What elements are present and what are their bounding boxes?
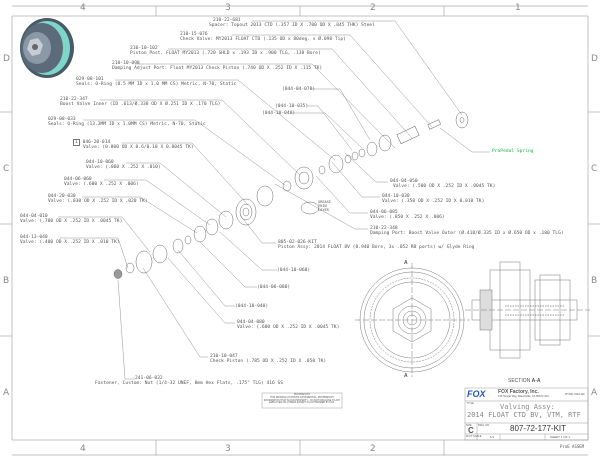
ref-label: (044-06-080) [257,285,291,290]
proe-label: ProE ASSEM [560,444,585,449]
company-phone: PH 831-768-1100 [565,393,585,396]
ref-label: (044-10-040) [235,304,269,309]
section-marker-bottom: A [404,373,408,379]
title-line-1: Valving Assy: [500,403,555,411]
size-label: SIZE [466,424,472,427]
zone-col-1: 1 [515,3,521,13]
propedal-spring-label: ProPedal Spring [492,149,534,154]
zone-row-a: A [3,388,10,398]
end-view [355,263,470,377]
plot-scale-label: PLOT SCALE [466,435,482,438]
grease-note: GREASE THIN LAYER [318,200,331,212]
size-value: C [468,426,474,435]
section-view [465,261,590,359]
sheet-number: SHEET 1 OF 1 [550,435,570,439]
dwg-no-label: DWG. NO. [478,424,490,427]
assembly-render [20,18,74,78]
zone-col-4-bottom: 4 [80,444,86,454]
plot-scale-value: 1/1 [490,435,495,439]
company-address: 130 Hangar Way, Watsonville, CA 95076 US… [498,395,549,398]
ref-label: (044-10-035) [275,104,309,109]
zone-col-3: 3 [225,3,231,13]
section-marker-top: A [404,260,408,266]
zone-row-b: B [3,276,10,286]
zone-row-b-right: B [591,276,598,286]
zone-col-3-bottom: 3 [225,444,231,454]
zone-row-d: D [3,54,10,64]
title-label: TITLE [467,402,474,405]
company-name: FOX Factory, Inc. [498,389,539,395]
zone-col-4: 4 [80,3,86,13]
ref-label: (044-10-060) [277,268,311,273]
section-label: SECTION A-A [508,378,541,384]
zone-row-c: C [3,164,10,174]
zone-row-a-right: A [591,388,598,398]
ref-label: (044-04-070) [282,87,316,92]
proprietary-box [261,392,343,409]
zone-col-2-bottom: 2 [370,444,376,454]
fox-logo: FOX [467,389,486,399]
zone-row-c-right: C [591,164,598,174]
ref-label: (044-10-040) [262,111,296,116]
title-line-2: 2014 FLOAT CTD BV, VTM, RTF [467,411,581,419]
drawing-number: 807-72-177-KIT [510,424,567,433]
zone-col-2: 2 [370,3,376,13]
zone-row-d-right: D [591,54,598,64]
